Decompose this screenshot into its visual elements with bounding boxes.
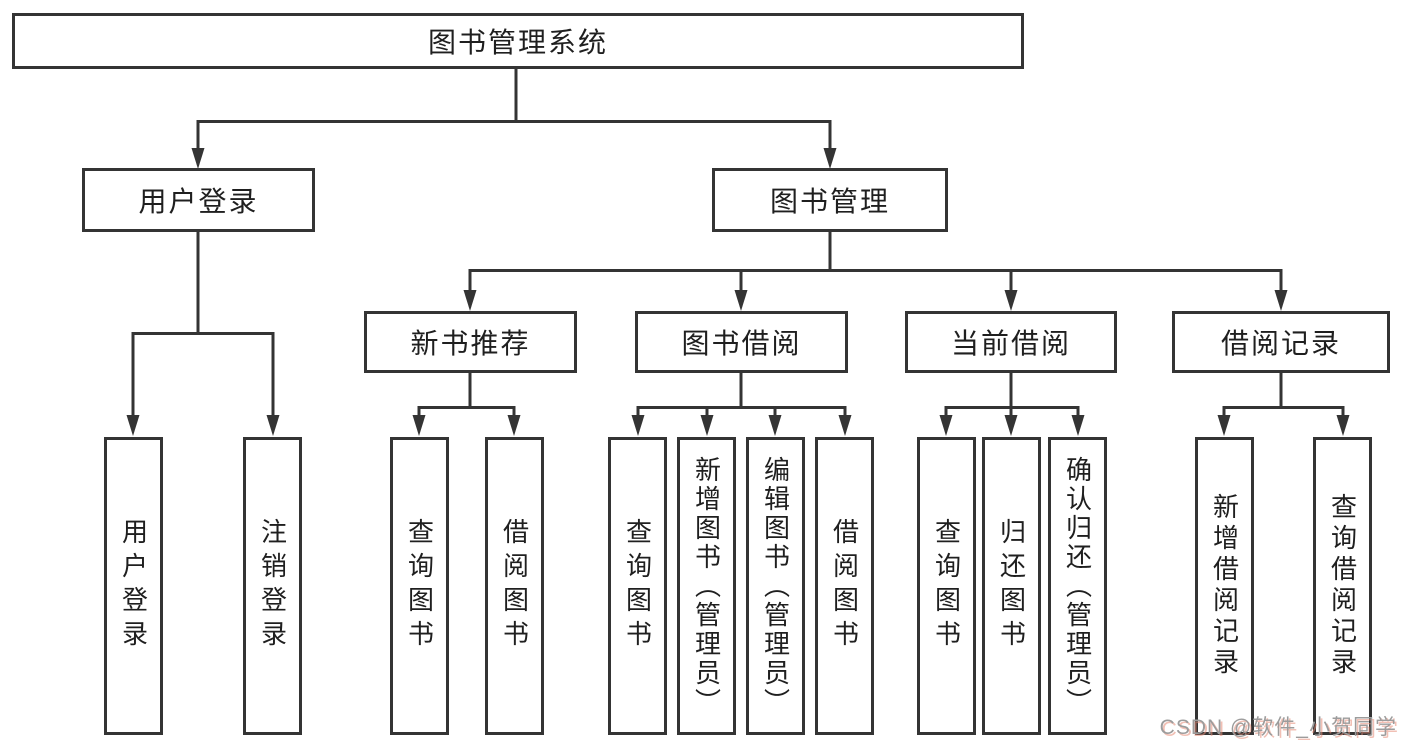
node-book-management-label: 图书管理 [769, 186, 890, 217]
node-user-login-label: 用户登录 [138, 186, 259, 217]
leaf-add-borrow-record-label: 新增借阅记录 [1209, 493, 1240, 679]
leaf-query-books-current: 查询图书 [917, 437, 976, 735]
leaf-query-borrow-record: 查询借阅记录 [1313, 437, 1372, 735]
leaf-add-borrow-record: 新增借阅记录 [1195, 437, 1254, 735]
csdn-watermark: CSDN @软件_小贺同学 [1159, 716, 1397, 739]
leaf-borrow-books-recommend: 借阅图书 [485, 437, 544, 735]
leaf-query-borrow-record-label: 查询借阅记录 [1327, 493, 1358, 679]
leaf-borrow-books-recommend-label: 借阅图书 [499, 518, 530, 654]
node-book-borrow-label: 图书借阅 [681, 328, 802, 359]
leaf-borrow-books: 借阅图书 [815, 437, 874, 735]
leaf-logout: 注销登录 [243, 437, 302, 735]
leaf-confirm-return-admin: 确认归还（管理员） [1048, 437, 1107, 735]
node-current-borrow-label: 当前借阅 [950, 328, 1071, 359]
leaf-edit-books-admin-label: 编辑图书（管理员） [760, 455, 791, 717]
leaf-add-books-admin-label: 新增图书（管理员） [691, 455, 722, 717]
node-new-book-recommend-label: 新书推荐 [410, 328, 531, 359]
leaf-query-books-recommend-label: 查询图书 [404, 518, 435, 654]
leaf-return-books-label: 归还图书 [996, 518, 1027, 654]
leaf-confirm-return-admin-label: 确认归还（管理员） [1062, 455, 1093, 717]
node-user-login: 用户登录 [82, 168, 315, 232]
node-root-library-system: 图书管理系统 [12, 13, 1024, 69]
leaf-query-books-current-label: 查询图书 [931, 518, 962, 654]
leaf-logout-label: 注销登录 [257, 518, 288, 654]
leaf-borrow-books-label: 借阅图书 [829, 518, 860, 654]
leaf-query-books-borrow-label: 查询图书 [622, 518, 653, 654]
leaf-return-books: 归还图书 [982, 437, 1041, 735]
leaf-user-login: 用户登录 [104, 437, 163, 735]
node-book-borrow: 图书借阅 [635, 311, 848, 373]
leaf-user-login-label: 用户登录 [118, 518, 149, 654]
leaf-query-books-recommend: 查询图书 [390, 437, 449, 735]
leaf-edit-books-admin: 编辑图书（管理员） [746, 437, 805, 735]
node-root-label: 图书管理系统 [427, 27, 608, 58]
arrowheads [126, 148, 1350, 436]
node-book-management: 图书管理 [712, 168, 948, 232]
node-current-borrow: 当前借阅 [905, 311, 1117, 373]
connector-paths [131, 69, 1345, 416]
node-borrow-records: 借阅记录 [1172, 311, 1390, 373]
leaf-add-books-admin: 新增图书（管理员） [677, 437, 736, 735]
node-borrow-records-label: 借阅记录 [1220, 328, 1341, 359]
leaf-query-books-borrow: 查询图书 [608, 437, 667, 735]
node-new-book-recommend: 新书推荐 [364, 311, 577, 373]
